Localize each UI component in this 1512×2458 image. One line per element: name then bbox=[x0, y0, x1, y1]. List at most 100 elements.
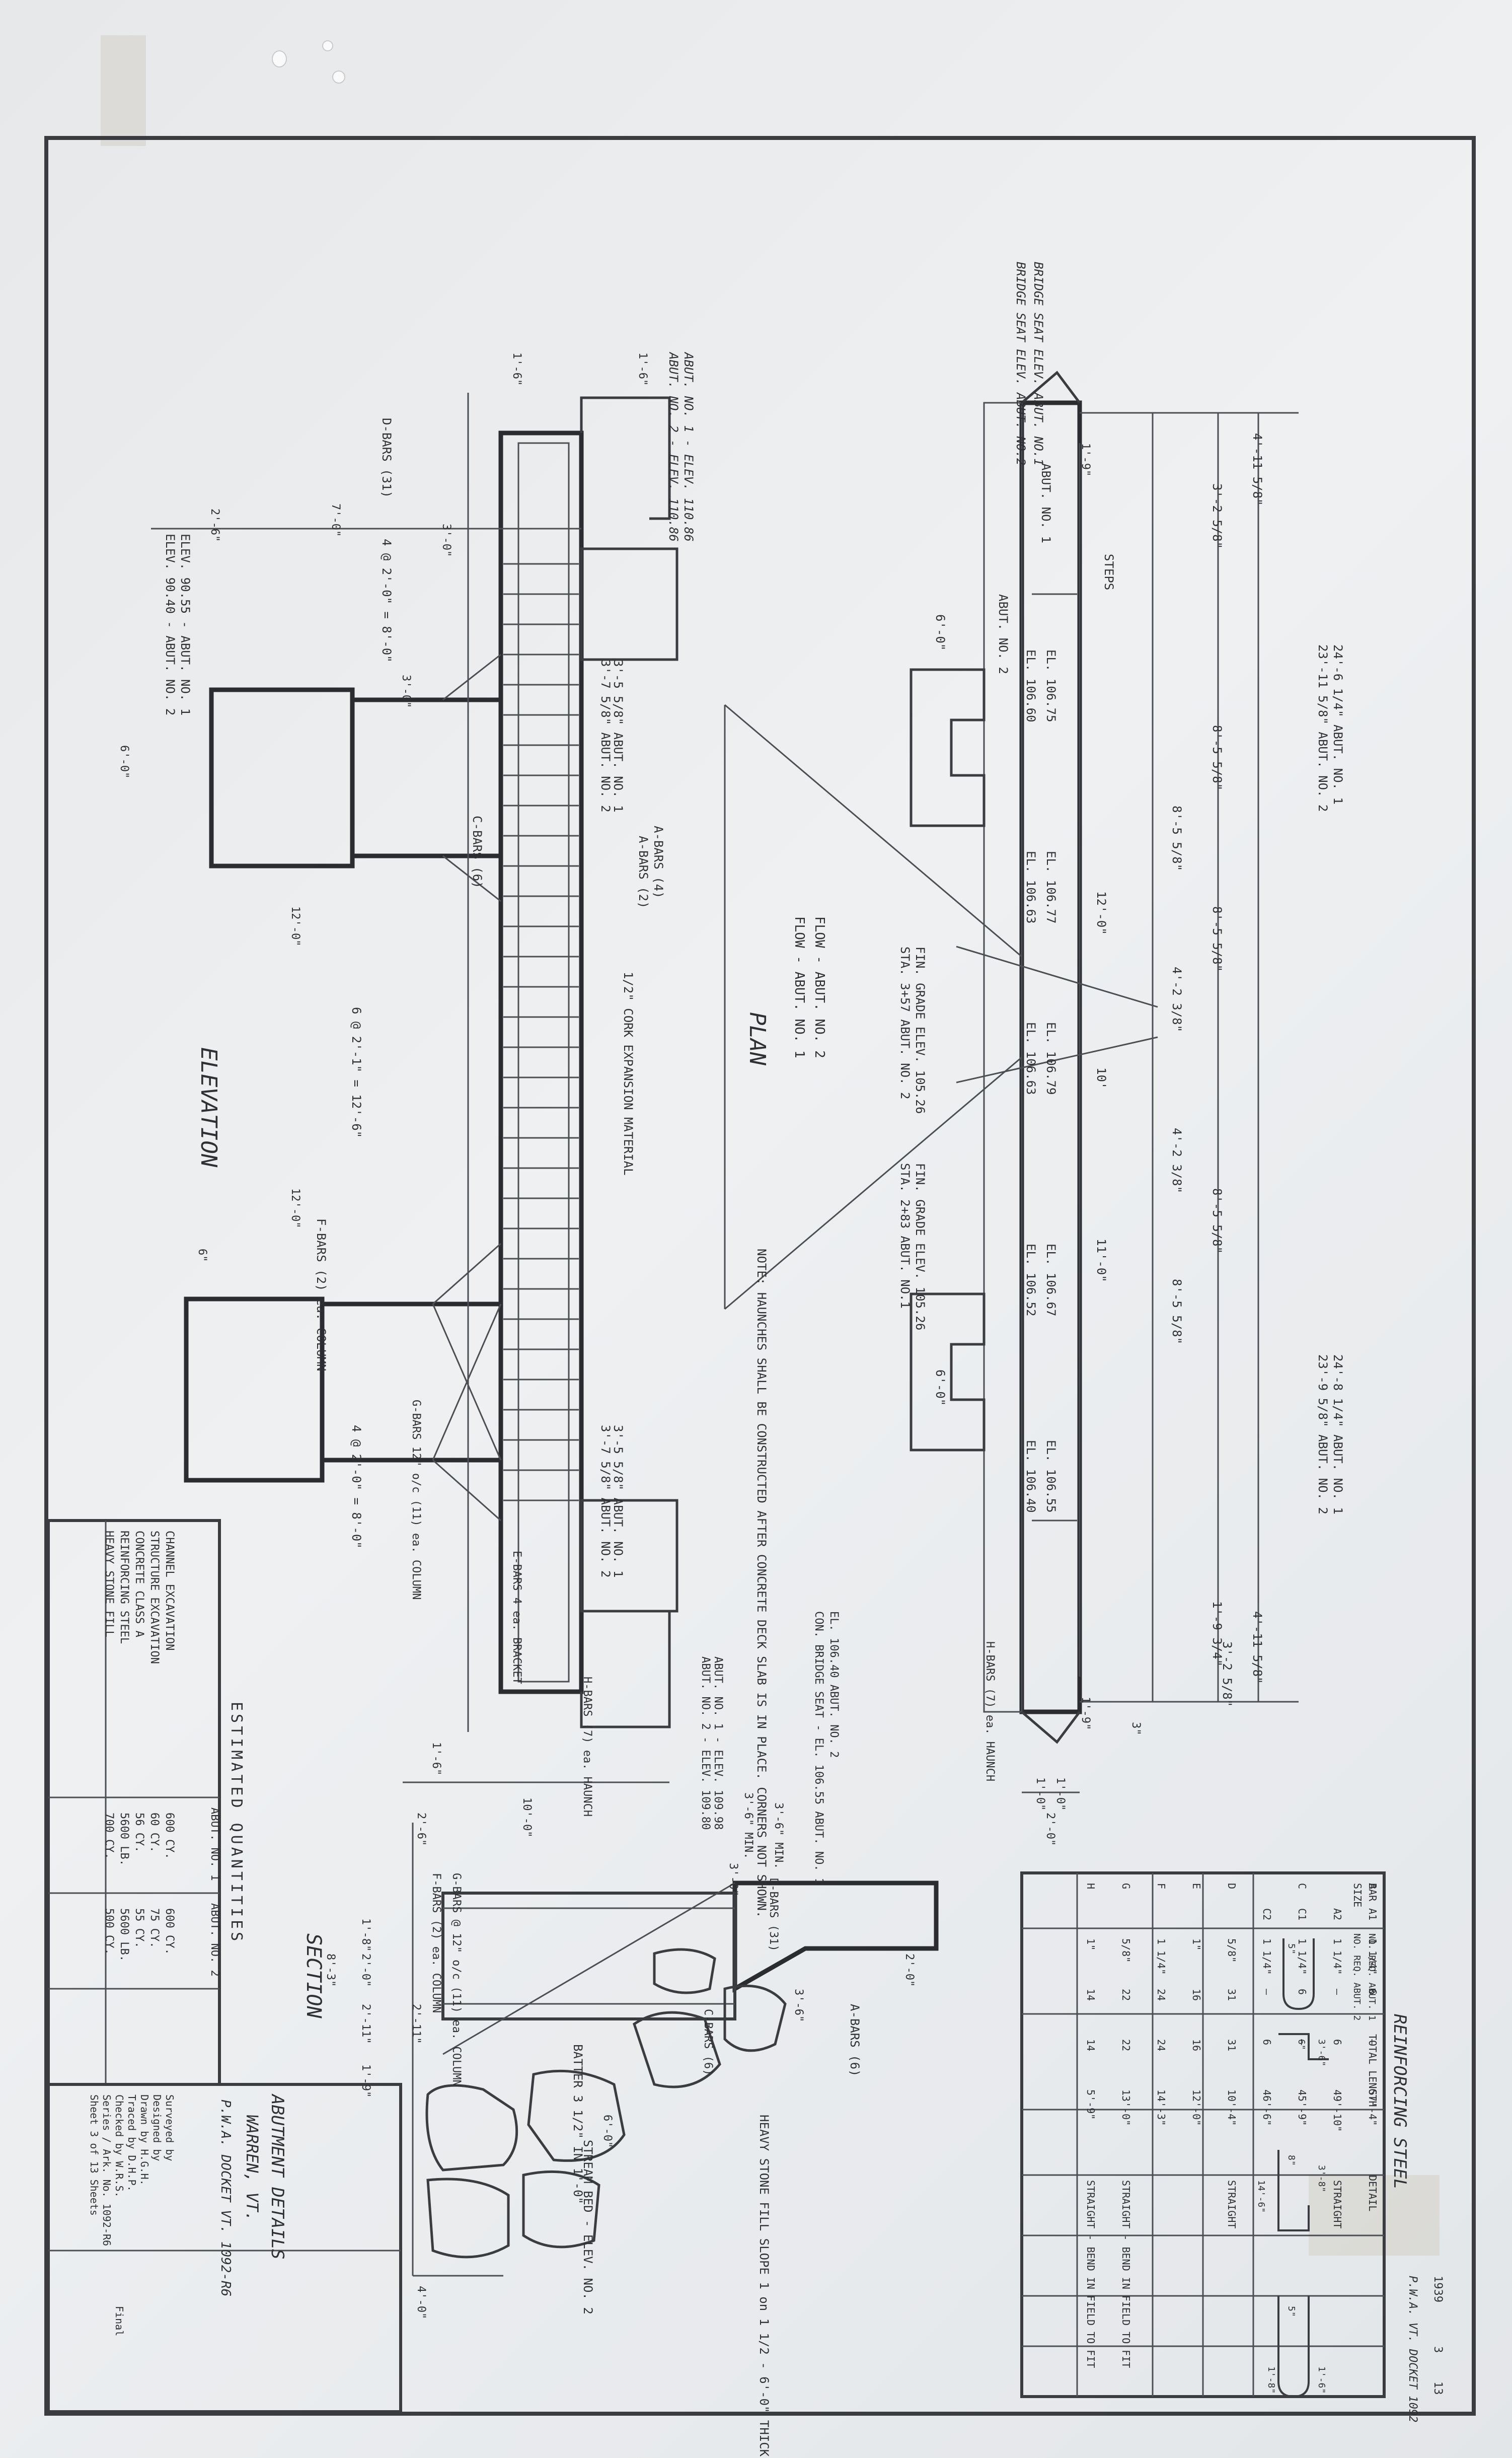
plan-label: BRIDGE SEAT ELEV. ABUT. NO.2 bbox=[1014, 262, 1028, 466]
beam-inner bbox=[517, 442, 570, 1683]
rebar-cell: D bbox=[1226, 1883, 1238, 1889]
rebar-detail-dim: 1'-6" bbox=[1316, 2366, 1327, 2394]
reinforcing-header: TOTAL LENGTH bbox=[1367, 2034, 1379, 2107]
rebar-cell: E bbox=[1190, 1883, 1202, 1889]
elev-dim: 3'-0" bbox=[440, 524, 452, 557]
elev-dim: 1'-6" bbox=[510, 352, 523, 386]
rebar-cell: C bbox=[1296, 1883, 1308, 1889]
section-column bbox=[441, 1892, 736, 2020]
drawing-title: ABUTMENT DETAILS bbox=[267, 2093, 287, 2260]
elev-label: 3'-7 5/8" ABUT. NO. 2 bbox=[598, 1425, 613, 1577]
elev-label: A-BARS (2) bbox=[636, 836, 650, 909]
rebar-cell: 1" bbox=[1190, 1938, 1202, 1950]
rebar-cell: 6 bbox=[1331, 2039, 1343, 2045]
section-view bbox=[412, 1823, 939, 2277]
reinforcing-header: NO. REQ. ABUT. 1 bbox=[1367, 1933, 1377, 2020]
elev-label: ABUT. NO. 2 - ELEV. 109.80 bbox=[699, 1656, 712, 1830]
title-field: Designed by bbox=[151, 2094, 163, 2161]
elev-label: 3'-5 5/8" ABUT. NO. 1 bbox=[611, 660, 625, 812]
section-dim: 8'-3" bbox=[324, 1954, 337, 1987]
elev-dim: 2'-6" bbox=[208, 509, 221, 542]
plan-label: FLOW - ABUT. NO. 1 bbox=[792, 916, 807, 1058]
text-layer: PLAN BRIDGE SEAT ELEV. ABUT. NO.1 BRIDGE… bbox=[88, 262, 1444, 2457]
elev-label: ABUT. NO. 2 - ELEV. 110.86 bbox=[666, 351, 681, 542]
section-label: F-BARS (2) ea. COLUMN bbox=[430, 1873, 442, 2013]
plan-label: BRIDGE SEAT ELEV. ABUT. NO.1 bbox=[1031, 262, 1045, 466]
rebar-cell: 14 bbox=[1085, 1989, 1097, 2001]
plan-dim: 3'-2 5/8" bbox=[1210, 483, 1224, 549]
centerline bbox=[956, 946, 1158, 1008]
plan-dim: 23'-11 5/8" ABUT. NO. 2 bbox=[1316, 644, 1330, 812]
plan-footing bbox=[910, 1292, 986, 1452]
plan-label: STA. 3+57 ABUT. NO. 2 bbox=[898, 947, 912, 1099]
rebar-cell: 16 bbox=[1190, 2039, 1202, 2051]
footing-right bbox=[184, 1296, 325, 1483]
rebar-cell: F bbox=[1155, 1883, 1167, 1889]
rebar-cell: 1 1/4" bbox=[1261, 1938, 1273, 1975]
section-dim: 6'-0" bbox=[601, 2115, 614, 2148]
elev-dim: 7'-0" bbox=[329, 503, 342, 537]
plan-dim: 2'-0" bbox=[1044, 1813, 1056, 1846]
rebar-cell: 5/8" bbox=[1226, 1938, 1238, 1963]
bar-detail-hook bbox=[1277, 2296, 1310, 2398]
bracket-line bbox=[432, 1243, 501, 1305]
section-label: G-BARS @ 12" o/c (11) ea. COLUMN bbox=[450, 1873, 463, 2086]
section-dim: 2'-6" bbox=[415, 1813, 427, 1846]
quantities-cell: 75 CY. bbox=[148, 1908, 161, 1948]
section-dim: 3'-0" bbox=[727, 1863, 739, 1896]
rebar-cell: STRAIGHT bbox=[1331, 2180, 1343, 2228]
plan-label: STEPS bbox=[1102, 554, 1116, 590]
plan-el: EL. 106.60 bbox=[1024, 649, 1038, 722]
title-field: Series / Ark. No. 1092-R6 bbox=[101, 2094, 113, 2246]
plan-label: ABUT. NO. 2 bbox=[996, 594, 1010, 674]
title-field: Drawn by H.G.H. bbox=[138, 2094, 150, 2186]
plan-dim: 6'-0" bbox=[933, 1369, 947, 1406]
section-dim: 2'-0" bbox=[359, 1954, 372, 1987]
elev-label: D-BARS (31) bbox=[380, 418, 394, 498]
rebar-cell: 31 bbox=[1226, 2039, 1238, 2051]
elevation-title: ELEVATION bbox=[196, 1047, 221, 1168]
binding-hole bbox=[332, 70, 345, 84]
rebar-cell: 16 bbox=[1190, 1989, 1202, 2001]
plan-label: FIN. GRADE ELEV. 105.26 bbox=[913, 947, 927, 1114]
plan-el: EL. 106.79 bbox=[1044, 1022, 1058, 1095]
section-dim: 2'-0" bbox=[903, 1954, 916, 1987]
rebar-cell: STRAIGHT bbox=[1226, 2180, 1238, 2228]
skew-line bbox=[724, 1056, 1022, 1310]
rebar-detail-dim: 6" bbox=[1296, 2039, 1307, 2050]
reinforcing-title: REINFORCING STEEL bbox=[1390, 2014, 1410, 2189]
elev-label: ELEV. 90.55 - ABUT. NO. 1 bbox=[178, 534, 192, 715]
rebar-cell: 14 bbox=[1085, 2039, 1097, 2051]
rebar-cell: 1 1/4" bbox=[1367, 1938, 1379, 1975]
reinforcing-header: NO. REQ. ABUT. 2 bbox=[1351, 1933, 1362, 2020]
bar-detail-bent bbox=[1277, 2150, 1310, 2231]
quantities-cell: 60 CY. bbox=[148, 1813, 161, 1852]
elev-label: 4 @ 2'-0" = 8'-0" bbox=[349, 1425, 363, 1549]
plan-dim: 4'-11 5/8" bbox=[1250, 433, 1264, 506]
plan-dim: 11'-0" bbox=[1094, 1239, 1108, 1282]
elev-label: G-BARS 12" o/c (11) ea. COLUMN bbox=[410, 1400, 422, 1600]
quantities-row: CONCRETE CLASS A bbox=[133, 1531, 145, 1637]
rebar-cell: 5'-9" bbox=[1085, 2089, 1097, 2120]
quantities-cell: 5600 LB. bbox=[118, 1908, 130, 1962]
plan-note: NOTE: HAUNCHES SHALL BE CONSTRUCTED AFTE… bbox=[754, 1249, 769, 1918]
plan-footing bbox=[910, 668, 986, 827]
rebar-cell: 12'-0" bbox=[1190, 2089, 1202, 2126]
elev-dim: 12'-0" bbox=[289, 1188, 301, 1228]
rebar-cell: 49'-10" bbox=[1331, 2089, 1343, 2132]
elev-dim: 10'-0" bbox=[520, 1797, 533, 1837]
plan-dim: 3" bbox=[1129, 1722, 1142, 1736]
abutment-beam bbox=[498, 430, 584, 1694]
section-dim: 2'-11" bbox=[359, 2004, 372, 2044]
batter-line bbox=[442, 1882, 735, 2055]
plan-el: EL. 106.63 bbox=[1024, 851, 1038, 924]
rebar-cell: 57'-4" bbox=[1367, 2089, 1379, 2126]
quantities-cell: 55 CY. bbox=[133, 1908, 145, 1948]
rebar-cell: A bbox=[1367, 1883, 1379, 1889]
section-dim: 4'-0" bbox=[415, 2286, 427, 2319]
rebar-cell: 13'-0" bbox=[1120, 2089, 1132, 2126]
title-block bbox=[47, 2083, 402, 2413]
rebar-cell: 1" bbox=[1085, 1938, 1097, 1950]
quantities-cell: 5600 LB. bbox=[118, 1813, 130, 1866]
plan-view bbox=[724, 371, 1299, 1793]
